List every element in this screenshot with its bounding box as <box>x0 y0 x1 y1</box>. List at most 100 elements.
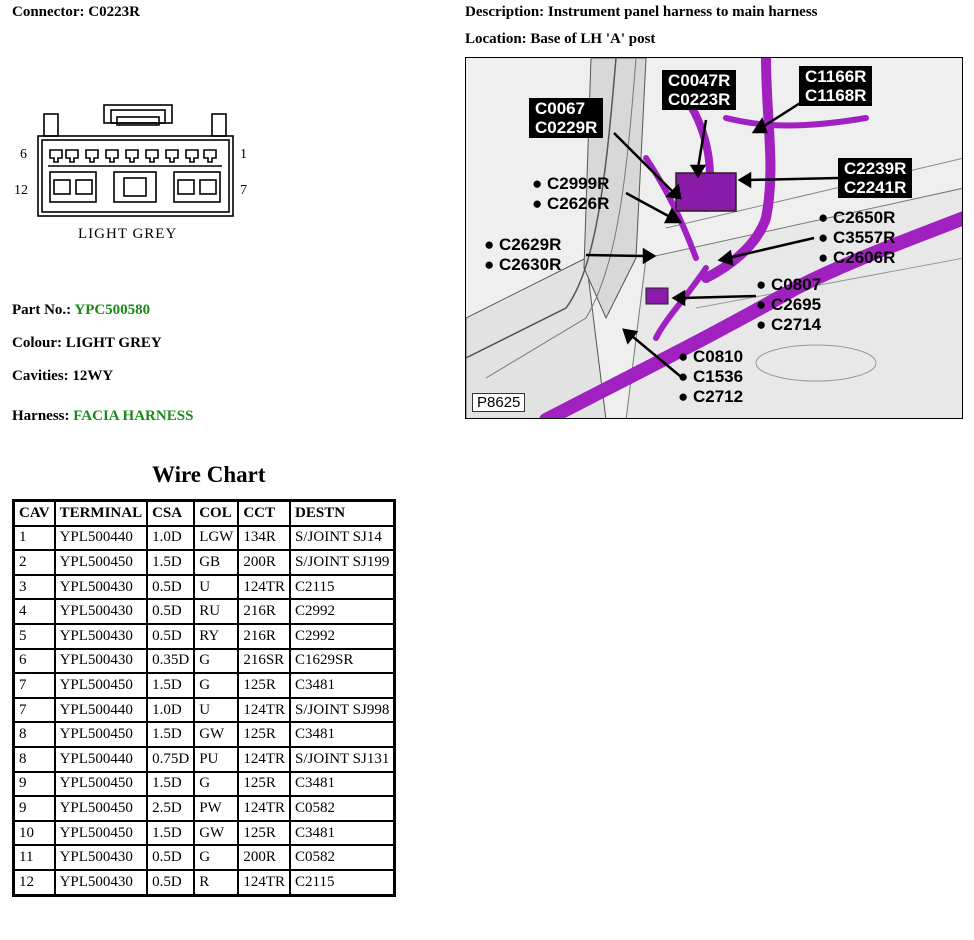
callout-line: C0067 <box>535 99 586 118</box>
cell-terminal: YPL500440 <box>53 524 149 552</box>
cell-cav: 9 <box>12 770 56 798</box>
cell-csa: 0.5D <box>146 844 196 871</box>
cell-terminal: YPL500450 <box>53 770 149 798</box>
harness-row: Harness: FACIA HARNESS <box>12 408 193 425</box>
cell-cav: 12 <box>12 868 56 897</box>
cavities-label: Cavities: <box>12 368 69 384</box>
callout-line: ● C2626R <box>532 194 610 213</box>
cell-cav: 4 <box>12 598 56 625</box>
callout-line: ● C2999R <box>532 174 610 193</box>
cell-terminal: YPL500430 <box>53 844 149 871</box>
callout-line: C1166R <box>805 67 867 86</box>
cell-cav: 11 <box>12 844 56 871</box>
callout-line: C0223R <box>668 90 731 109</box>
cell-destn: S/JOINT SJ131 <box>289 745 396 773</box>
colour-value: LIGHT GREY <box>65 335 162 351</box>
callout-line: ● C2714 <box>756 315 822 334</box>
cell-cav: 7 <box>12 672 56 699</box>
location-label: Location: <box>465 31 527 47</box>
pin-7-label: 7 <box>240 183 247 198</box>
cell-cct: 124TR <box>237 696 292 724</box>
header-cct: CCT <box>237 499 292 527</box>
colour-label: Colour: <box>12 335 62 351</box>
cell-terminal: YPL500430 <box>53 598 149 625</box>
cell-destn: C3481 <box>289 721 396 748</box>
pin-6-label: 6 <box>20 147 27 162</box>
cell-terminal: YPL500440 <box>53 696 149 724</box>
cell-terminal: YPL500450 <box>53 795 149 822</box>
harness-link[interactable]: FACIA HARNESS <box>73 408 194 424</box>
cell-terminal: YPL500450 <box>53 549 149 576</box>
cell-csa: 1.5D <box>146 721 196 748</box>
connector-face-diagram: 6 1 12 7 LIGHT GREY <box>14 104 247 242</box>
cell-destn: C2115 <box>289 868 396 897</box>
cell-csa: 1.5D <box>146 549 196 576</box>
part-number-link[interactable]: YPC500580 <box>74 302 151 318</box>
cell-cct: 125R <box>237 770 292 798</box>
location-heading: Location: Base of LH 'A' post <box>465 31 655 48</box>
callout-line: C0229R <box>535 118 598 137</box>
cell-cav: 5 <box>12 622 56 650</box>
description-value: Instrument panel harness to main harness <box>547 4 818 20</box>
cell-csa: 0.35D <box>146 647 196 675</box>
callout-text: C0807 <box>771 275 822 294</box>
photo-reference: P8625 <box>472 393 526 412</box>
cell-cct: 124TR <box>237 795 292 822</box>
description-heading: Description: Instrument panel harness to… <box>465 4 818 21</box>
cell-cct: 125R <box>237 721 292 748</box>
cell-cav: 10 <box>12 819 56 847</box>
cell-col: PU <box>193 745 240 773</box>
cell-col: U <box>193 696 240 724</box>
location-value: Base of LH 'A' post <box>530 31 656 47</box>
callout-line: ● C0807 <box>756 275 822 294</box>
callout-line: ● C2712 <box>678 387 744 406</box>
callout-c2999r-c2626r: ● C2999R ● C2626R <box>532 174 609 214</box>
cell-cct: 125R <box>237 672 292 699</box>
callout-line: ● C2630R <box>484 255 562 274</box>
cell-terminal: YPL500430 <box>53 868 149 897</box>
cell-csa: 0.5D <box>146 598 196 625</box>
callout-line: C2239R <box>844 159 907 178</box>
cell-col: GW <box>193 721 240 748</box>
callout-c2239r-c2241r: C2239R C2241R <box>838 158 913 198</box>
cell-destn: C2115 <box>289 573 396 601</box>
cell-destn: C2992 <box>289 622 396 650</box>
cell-csa: 1.0D <box>146 524 196 552</box>
description-label: Description: <box>465 4 545 20</box>
callout-c0810-c1536-c2712: ● C0810 ● C1536 ● C2712 <box>678 347 743 407</box>
cell-col: PW <box>193 795 240 822</box>
connector-label: Connector: <box>12 4 85 20</box>
cell-csa: 0.5D <box>146 868 196 897</box>
cell-cav: 7 <box>12 696 56 724</box>
header-terminal: TERMINAL <box>53 499 149 527</box>
callout-line: ● C2629R <box>484 235 562 254</box>
header-destn: DESTN <box>289 499 396 527</box>
callout-line: C0047R <box>668 71 731 90</box>
cell-col: G <box>193 672 240 699</box>
callout-line: ● C3557R <box>818 228 896 247</box>
connector-colour-caption: LIGHT GREY <box>78 226 177 242</box>
callout-text: C2650R <box>833 208 896 227</box>
callout-line: ● C2606R <box>818 248 896 267</box>
callout-text: C2606R <box>833 248 896 267</box>
table-header-row: CAV TERMINAL CSA COL CCT DESTN <box>12 499 396 527</box>
colour-row: Colour: LIGHT GREY <box>12 335 162 352</box>
header-col: COL <box>193 499 240 527</box>
cell-destn: C0582 <box>289 795 396 822</box>
cell-cav: 8 <box>12 721 56 748</box>
cell-csa: 2.5D <box>146 795 196 822</box>
cell-terminal: YPL500430 <box>53 573 149 601</box>
pin-1-label: 1 <box>240 147 247 162</box>
connector-value: C0223R <box>88 4 140 20</box>
cell-destn: S/JOINT SJ14 <box>289 524 396 552</box>
cell-csa: 0.5D <box>146 573 196 601</box>
harness-location-illustration <box>466 58 962 418</box>
